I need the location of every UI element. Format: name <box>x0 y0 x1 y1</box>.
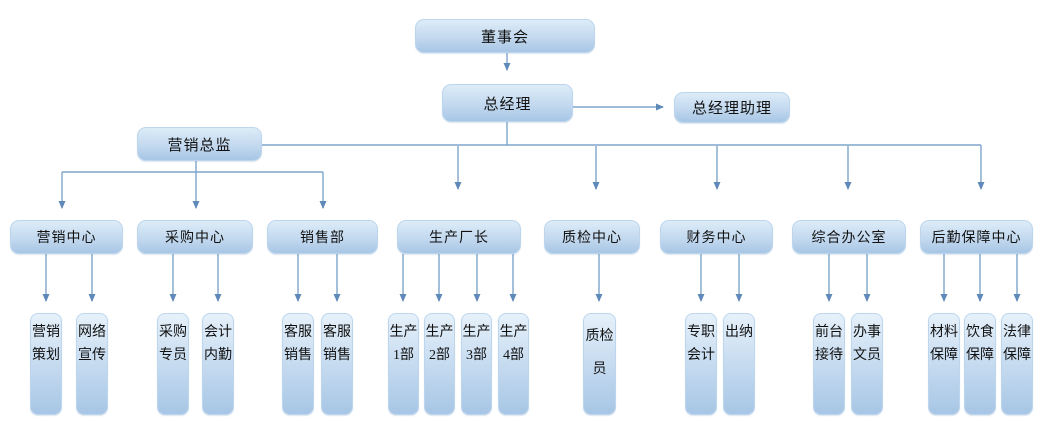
subnode-front-desk: 前台接待 <box>813 313 845 415</box>
subnode-web-promotion: 网络宣传 <box>76 313 108 415</box>
subnode-cashier: 出纳 <box>723 313 755 415</box>
node-quality-center: 质检中心 <box>544 220 640 254</box>
subnode-production-4: 生产4部 <box>498 313 529 415</box>
node-marketing-director: 营销总监 <box>137 127 262 161</box>
node-production-director: 生产厂长 <box>397 220 521 254</box>
subnode-catering-support: 饮食保障 <box>964 313 996 415</box>
node-purchasing-center: 采购中心 <box>137 220 253 254</box>
subnode-full-time-accountant: 专职会计 <box>685 313 717 415</box>
subnode-office-clerk: 办事文员 <box>851 313 883 415</box>
subnode-quality-inspector: 质检员 <box>583 313 616 415</box>
node-logistics-center: 后勤保障中心 <box>920 220 1033 254</box>
subnode-marketing-planning: 营销策划 <box>30 313 62 415</box>
connector-lines <box>42 53 1021 302</box>
subnode-purchasing-specialist: 采购专员 <box>157 313 189 415</box>
node-general-manager: 总经理 <box>442 84 573 122</box>
subnode-material-support: 材料保障 <box>928 313 960 415</box>
subnode-customer-service-sales-2: 客服销售 <box>321 313 353 415</box>
subnode-accounting-clerk: 会计内勤 <box>202 313 234 415</box>
node-board: 董事会 <box>415 19 595 53</box>
subnode-production-2: 生产2部 <box>424 313 455 415</box>
subnode-production-3: 生产3部 <box>461 313 492 415</box>
subnode-customer-service-sales-1: 客服销售 <box>282 313 314 415</box>
node-general-office: 综合办公室 <box>792 220 906 254</box>
node-marketing-center: 营销中心 <box>10 220 123 254</box>
subnode-production-1: 生产1部 <box>388 313 419 415</box>
node-sales-dept: 销售部 <box>267 220 378 254</box>
node-finance-center: 财务中心 <box>660 220 773 254</box>
subnode-legal-support: 法律保障 <box>1001 313 1033 415</box>
node-gm-assistant: 总经理助理 <box>674 92 790 123</box>
